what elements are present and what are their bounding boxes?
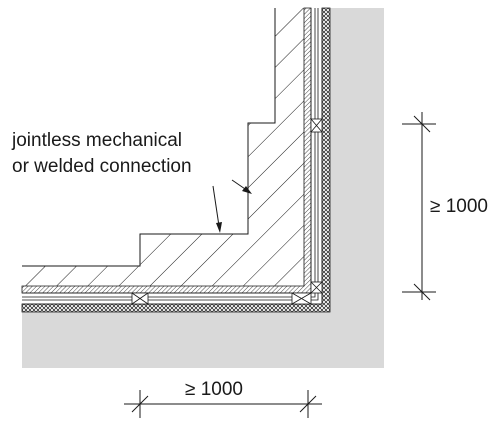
layer-line-4 xyxy=(22,8,323,305)
corner-joint-marker-horizontal xyxy=(291,292,312,305)
horizontal-joint-marker xyxy=(131,292,149,305)
annotation-line-1: jointless mechanical xyxy=(11,130,182,151)
soil-area xyxy=(22,8,384,368)
vertical-dimension-line xyxy=(402,112,436,301)
vertical-dimension-label: ≥ 1000 xyxy=(430,196,488,217)
layer-line-2 xyxy=(22,8,316,298)
corner-fillet-outline xyxy=(22,8,276,267)
annotation-line-2: or welded connection xyxy=(12,156,192,177)
leader-arrow-lower xyxy=(212,185,222,233)
corner-fillet-reinforcement xyxy=(22,8,304,286)
corner-joint-marker-vertical xyxy=(310,281,323,294)
label-backdrop xyxy=(8,122,246,180)
leader-arrow-upper xyxy=(231,179,252,194)
layer-line-3 xyxy=(22,8,319,301)
horizontal-dimension-label: ≥ 1000 xyxy=(185,379,243,400)
vertical-joint-marker xyxy=(310,118,323,133)
horizontal-dimension-line xyxy=(124,390,322,418)
